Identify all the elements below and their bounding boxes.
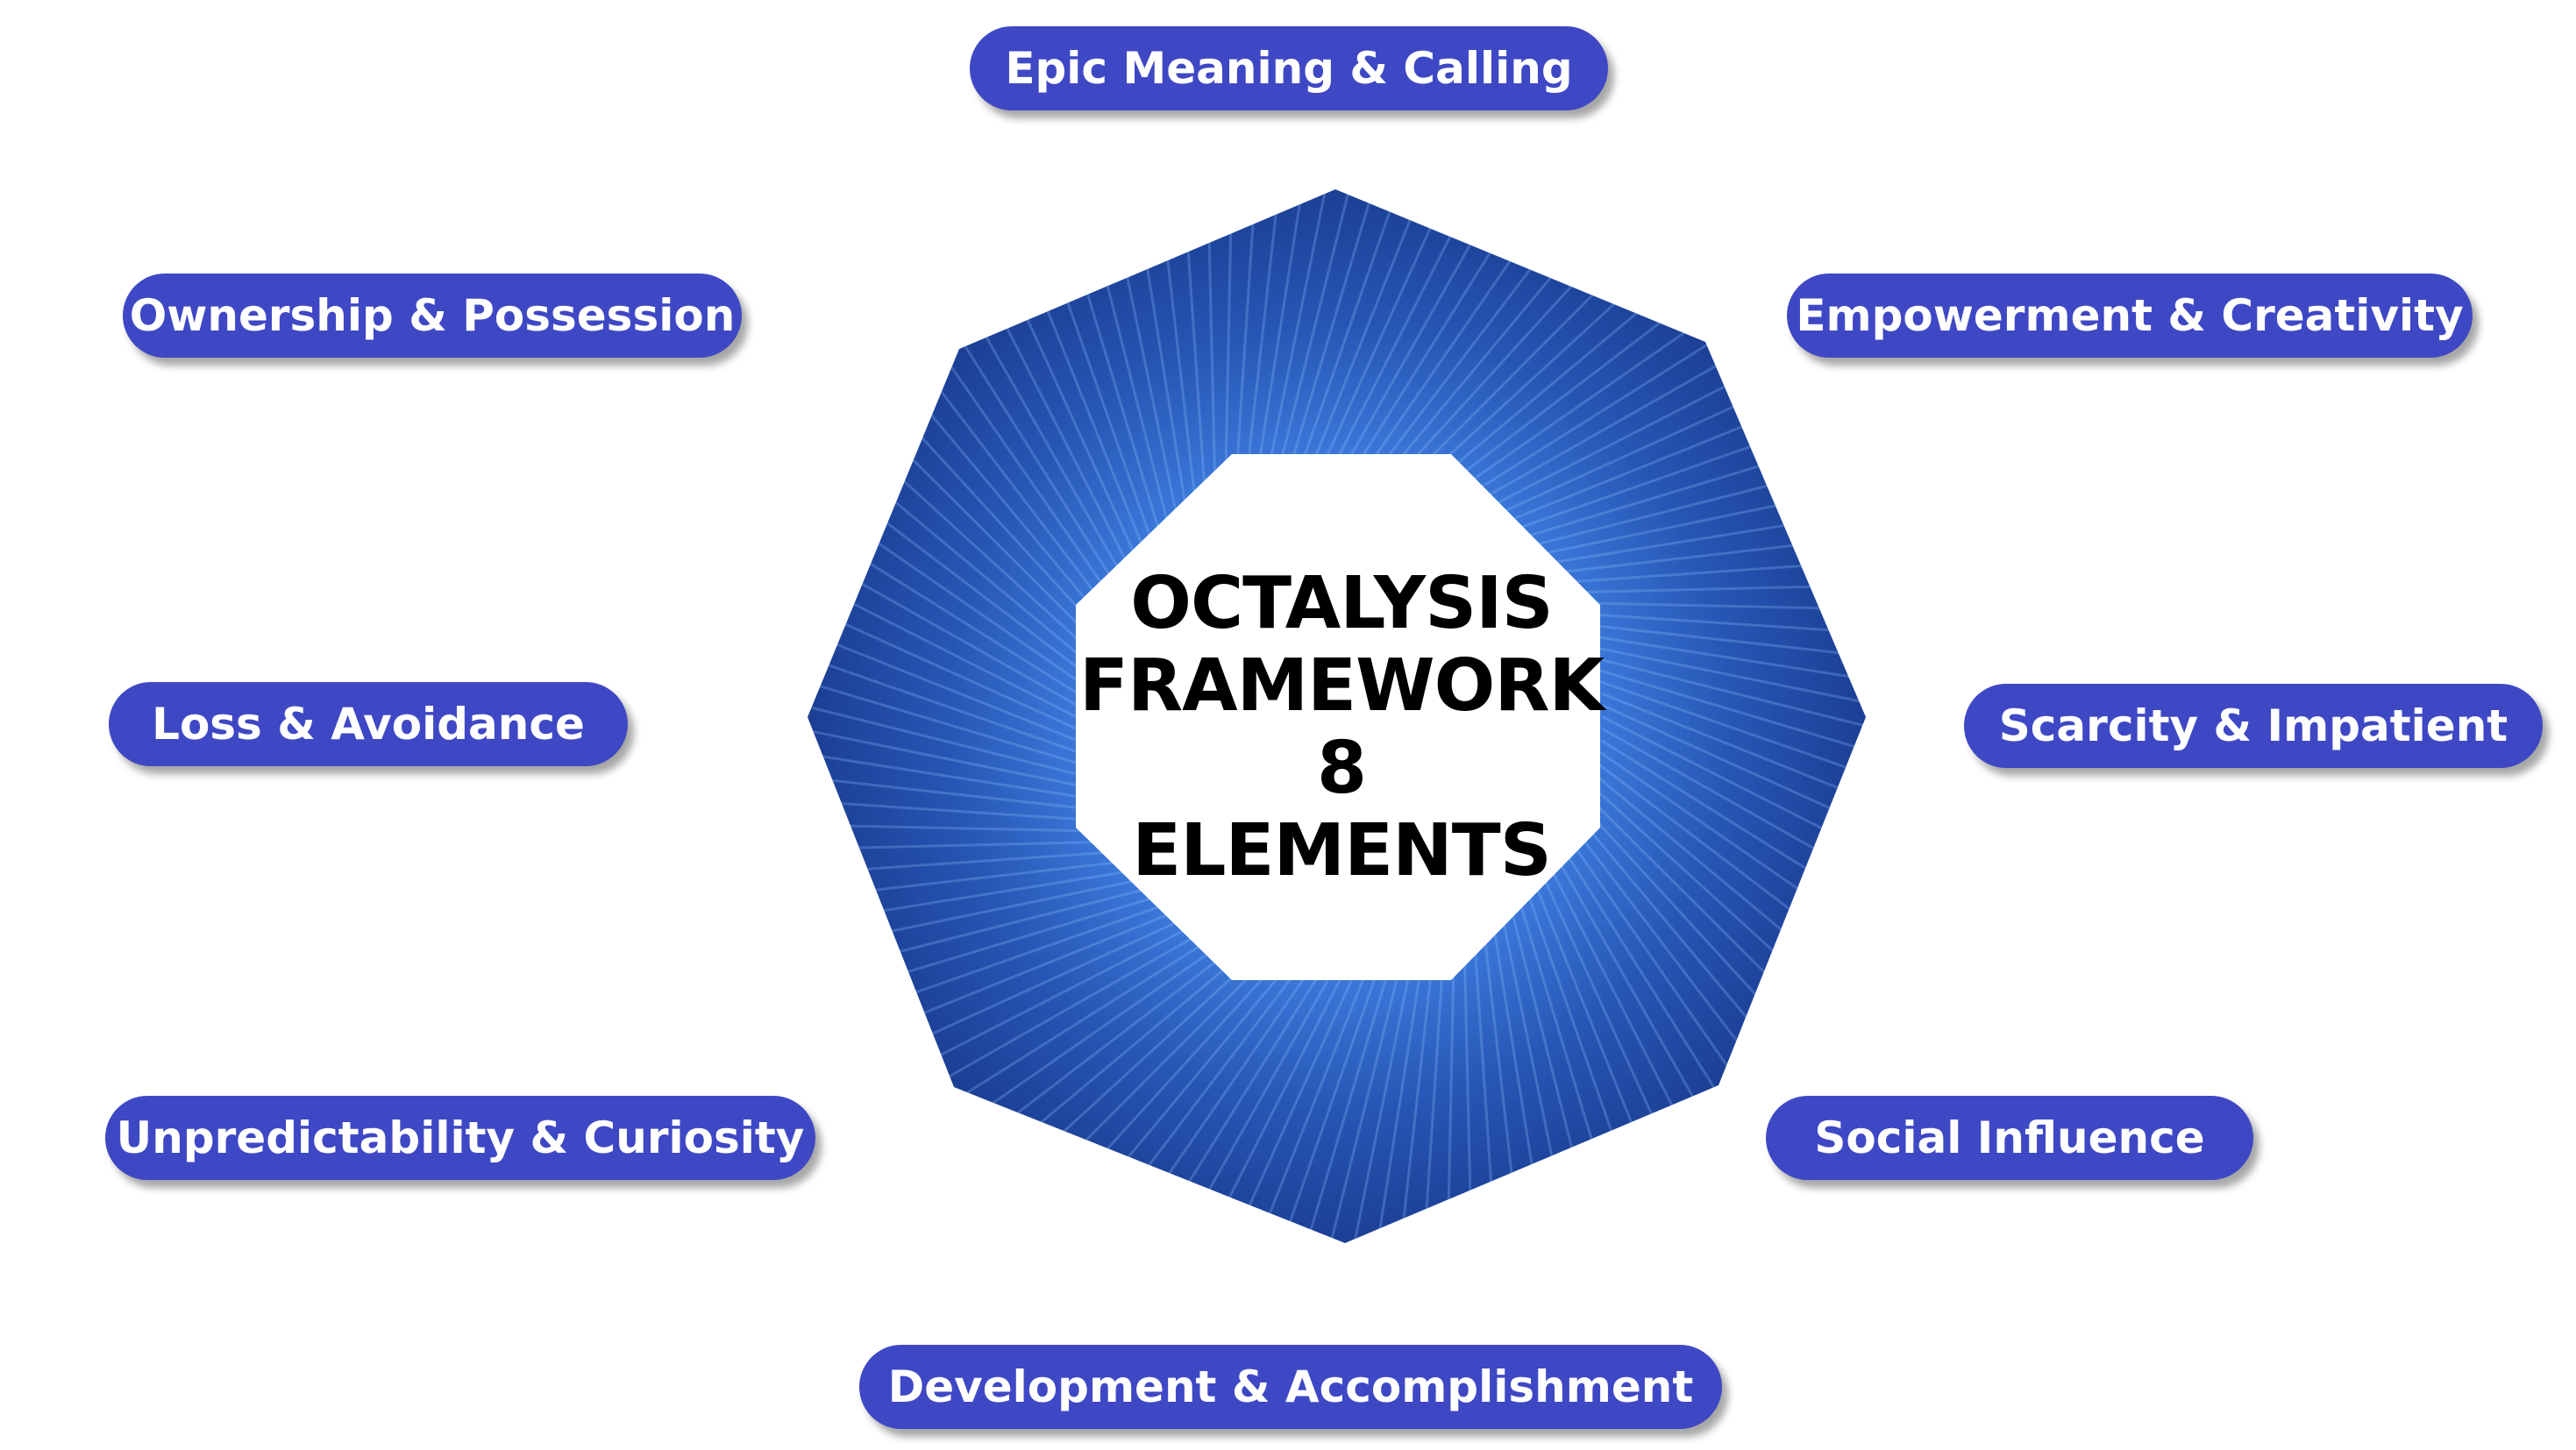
octagon-ray [1492,929,1557,1243]
octagon-ray [1224,189,1235,480]
octagon-ray [808,541,1078,719]
octagon-ray [1599,680,1866,810]
octagon-ray [808,821,1103,833]
octagon-ray [1585,623,1866,669]
octagon-ray [1136,978,1329,1243]
element-development: Development & Accomplishment [859,1345,1722,1429]
octagon-ray [1303,189,1433,458]
octagon-ray [808,624,1080,754]
octagon-ray [1247,977,1377,1243]
octagon-ray [808,568,1078,730]
octagon-ray [1565,554,1866,584]
element-epic-meaning: Epic Meaning & Calling [970,26,1608,110]
element-empowerment: Empowerment & Creativity [1787,274,2473,358]
element-ownership: Ownership & Possession [123,274,742,358]
octagon-ray [808,765,1094,811]
octagon-ray [1462,949,1476,1243]
octagon-ray [808,737,1090,800]
octagon-ray [1552,500,1866,565]
center-title-line-3: 8 [1316,727,1367,810]
octagon-ray [1110,978,1318,1243]
octagon-ray [1327,189,1489,455]
octagon-ray [1601,692,1866,838]
octagon-ray [1571,581,1866,594]
octagon-ray [1473,942,1503,1243]
octagon-ray [1592,645,1866,726]
octagon-ray [1601,728,1866,920]
octagon-ray [1204,189,1217,486]
octagon-ray [1559,527,1866,574]
octagon-ray [1581,612,1866,641]
octagon-ray [1149,189,1197,498]
center-title-line-2: FRAMEWORK [1078,644,1605,728]
octagon-ray [1596,657,1866,754]
octagon-ray [1350,189,1543,456]
octagon-ray [1598,668,1866,782]
octagon-ray [1268,189,1348,465]
octagon-ray [1601,739,1866,947]
octagon-ray [1177,189,1206,492]
octagon-center [1076,454,1600,980]
center-title-line-1: OCTALYSIS [1130,562,1553,645]
octagon-ray [808,652,1082,766]
octagon-ray [808,514,1078,707]
element-unpredictability: Unpredictability & Curiosity [105,1096,815,1180]
octagon-ray [808,860,1121,907]
octagon-ray [1303,973,1400,1243]
center-title-line-4: ELEMENTS [1132,809,1552,892]
octagon-ray [1122,189,1187,505]
octagon-ray [1235,189,1263,476]
octagon-ray [1444,954,1455,1243]
element-social-influence: Social Influence [1766,1096,2253,1180]
octagon-ray [1291,189,1405,459]
octagon-ray [1360,967,1423,1243]
octagon-ray [1576,601,1866,613]
octagon-ray [1191,979,1353,1243]
octagon-ray [1331,970,1412,1243]
octagon-ray [1246,189,1292,472]
octagon-ray [808,680,1084,778]
octagon-ray [1602,715,1866,893]
octagon-ray [1279,189,1377,461]
octagon-ray [1602,704,1866,866]
octagon-ray [1388,963,1434,1243]
octagon-ray [808,850,1114,880]
octagon-ray [1219,978,1365,1243]
octagon-ray [1362,189,1569,456]
octagon-ray [1590,634,1866,697]
element-loss-avoidance: Loss & Avoidance [109,682,628,766]
octagon-ray [808,793,1099,822]
octagon-ray [1483,936,1530,1243]
octagon-ray [1163,979,1341,1243]
octagon-ray [1416,958,1445,1243]
octagon-ray [808,708,1087,789]
octagon-ray [808,596,1078,743]
octagon-ray [1314,189,1461,456]
octagon-ray [1256,189,1320,467]
octagon-ray [808,487,1078,695]
octagon-ray [808,840,1108,853]
octagon-ray [1338,189,1516,455]
octagon-ray [1275,975,1389,1243]
element-scarcity: Scarcity & Impatient [1964,684,2543,768]
center-title: OCTALYSIS FRAMEWORK 8 ELEMENTS [1061,561,1622,894]
